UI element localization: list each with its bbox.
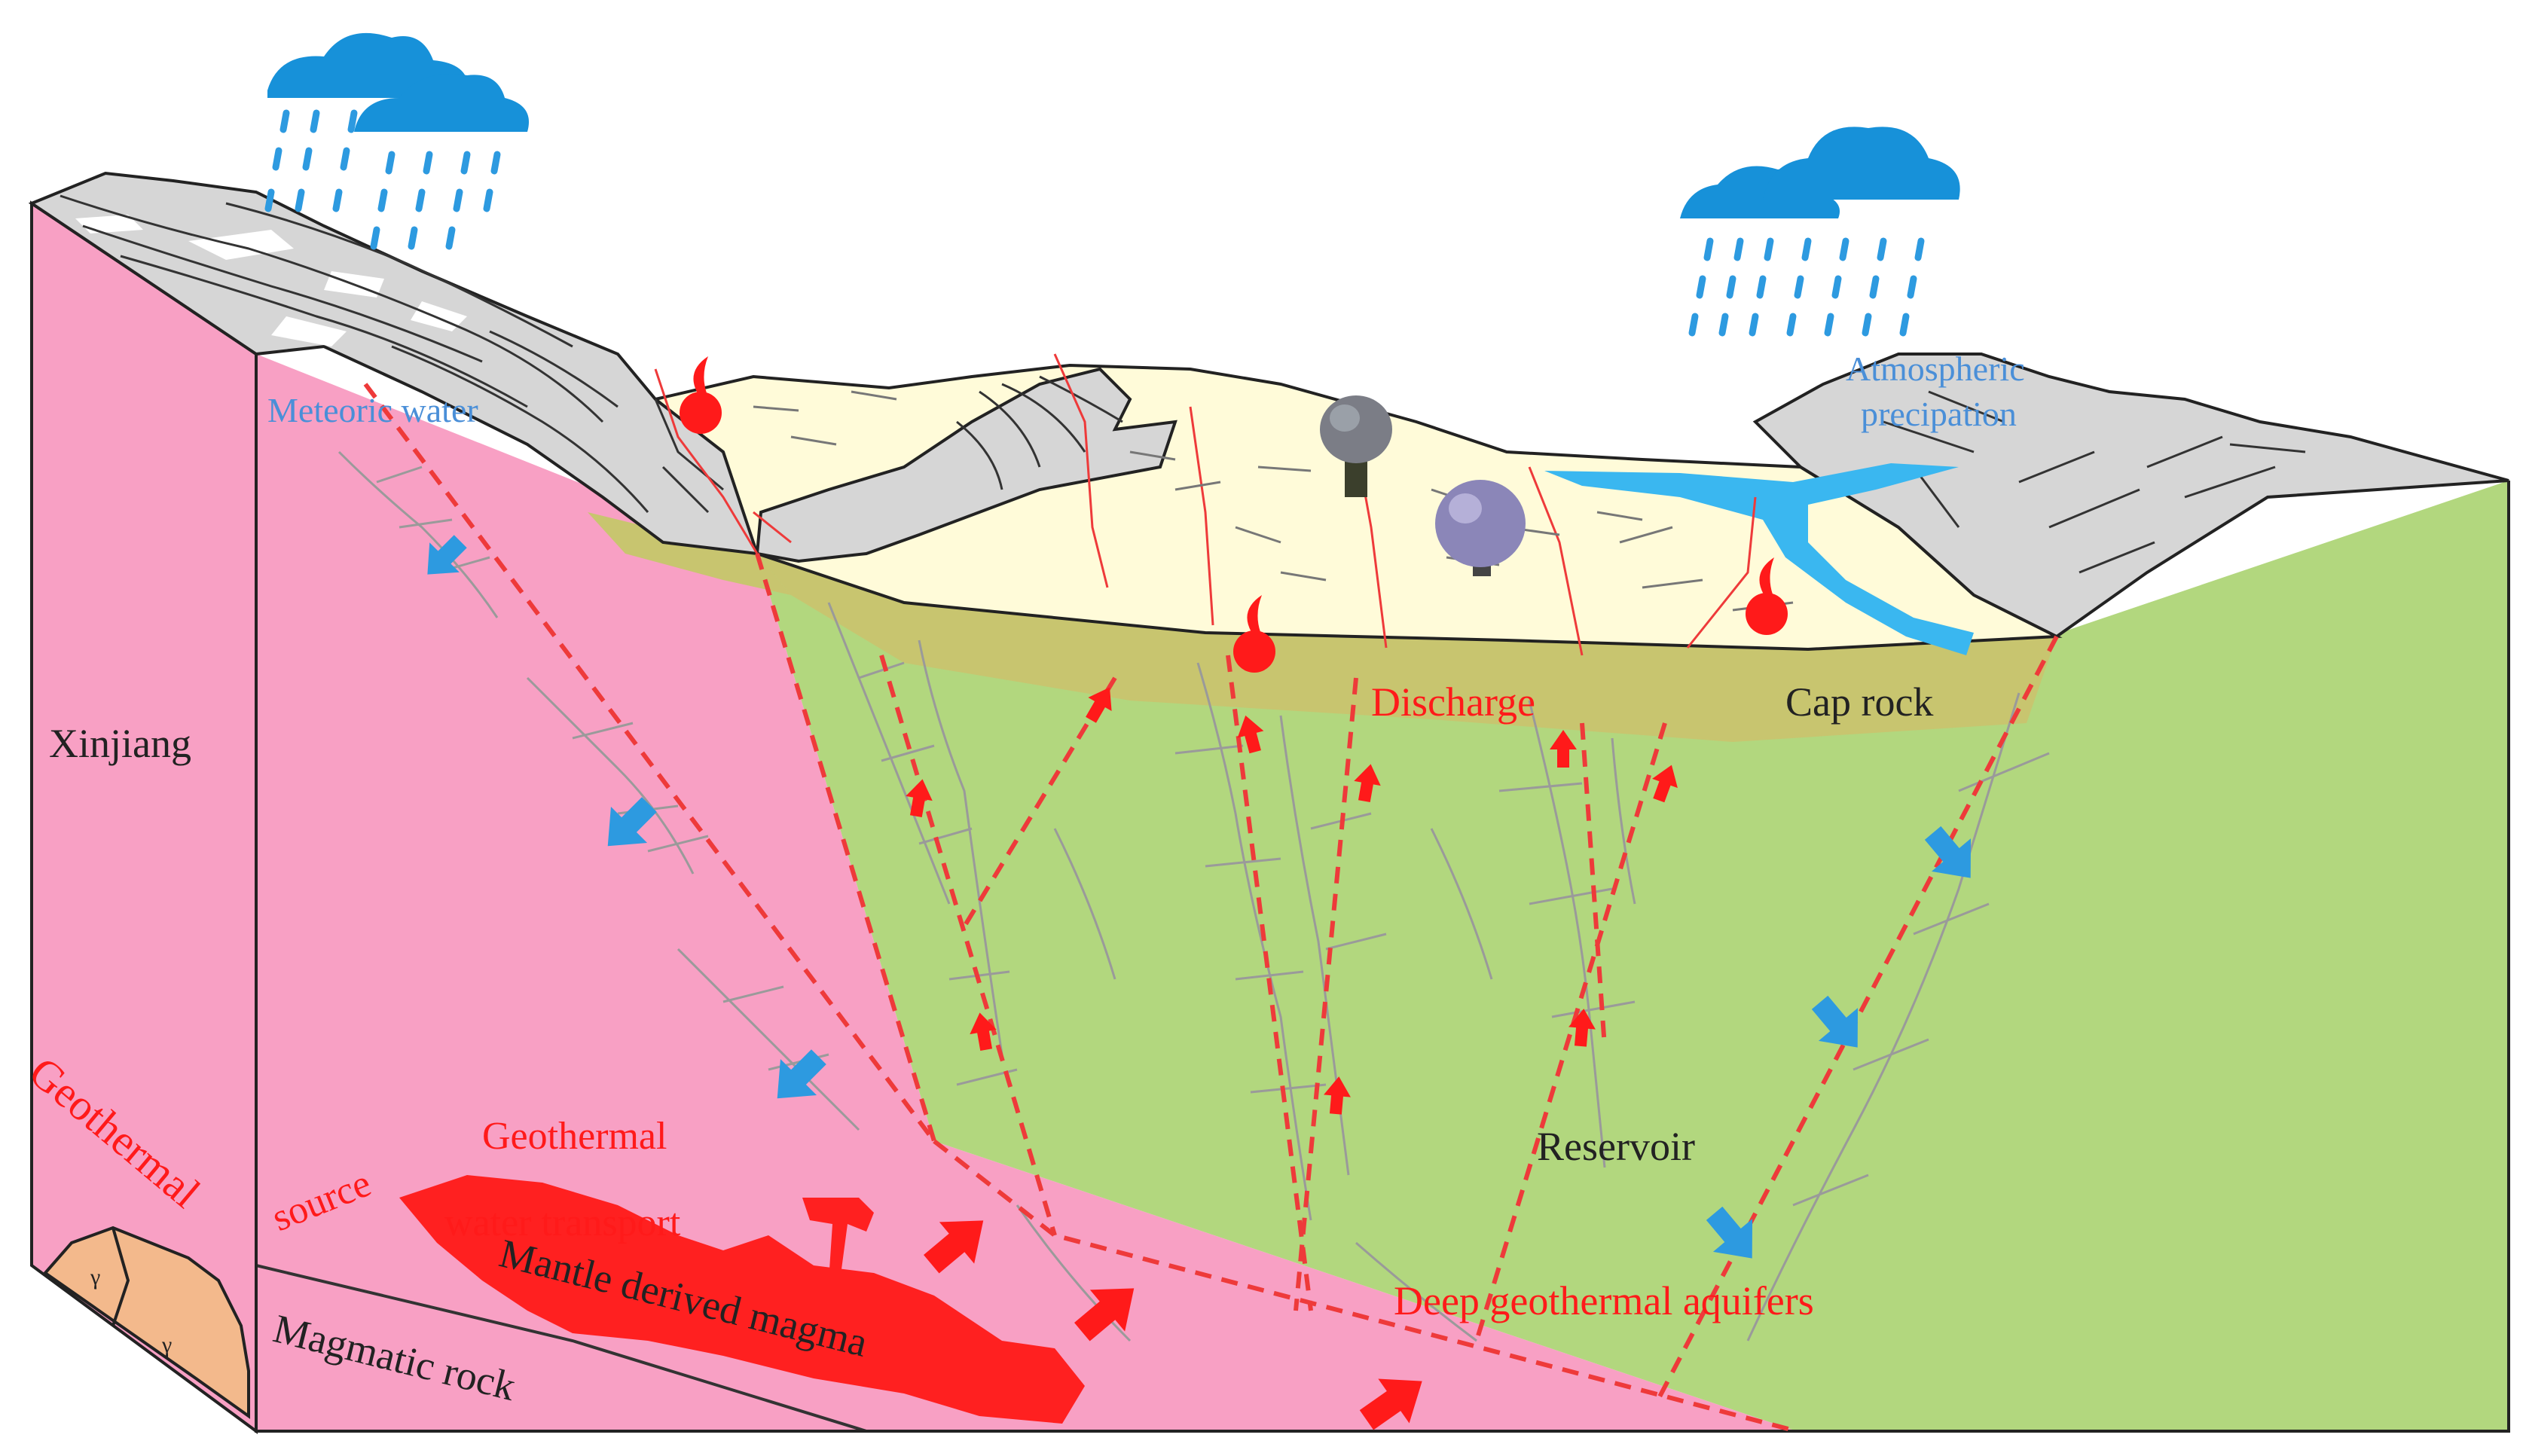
- label-atmospheric-line1: Atmospheric: [1846, 350, 2025, 388]
- label-cap-rock: Cap rock: [1785, 679, 1933, 725]
- mantle-magma-body: [399, 1175, 1085, 1424]
- cloud-icon: [267, 32, 1960, 218]
- red-flow-arrows: [906, 687, 1678, 1430]
- river: [1544, 463, 1974, 655]
- label-transport-line1: Geothermal: [482, 1115, 667, 1158]
- label-transport-line2: water transport: [444, 1201, 681, 1244]
- fault-lines: [363, 383, 2059, 1433]
- magmatic-rock-boundary: [255, 1264, 867, 1433]
- granite-symbol-1: γ: [90, 1265, 100, 1290]
- green-reservoir-body: [757, 481, 2509, 1431]
- cap-rock-layer: [757, 554, 2057, 742]
- label-meteoric-water: Meteoric water: [267, 391, 478, 429]
- pink-granite-body: [256, 354, 1797, 1431]
- rain-icon: [268, 113, 1921, 333]
- blue-flow-arrows: [427, 535, 1972, 1259]
- tree-icon: [1320, 395, 1526, 576]
- hot-spring-icon: [680, 356, 1788, 673]
- middle-ridge: [755, 367, 1178, 563]
- right-mountain: [1752, 353, 2509, 639]
- label-deep-aquifers: Deep geothermal aquifers: [1394, 1278, 1814, 1323]
- magma-feeder: [802, 1198, 874, 1280]
- label-xinjiang: Xinjiang: [49, 721, 191, 766]
- label-discharge: Discharge: [1371, 679, 1535, 725]
- granite-symbol-2: γ: [161, 1332, 172, 1357]
- label-atmospheric-line2: precipation: [1861, 395, 2017, 433]
- label-reservoir: Reservoir: [1537, 1124, 1695, 1169]
- granite-block: [43, 1226, 250, 1419]
